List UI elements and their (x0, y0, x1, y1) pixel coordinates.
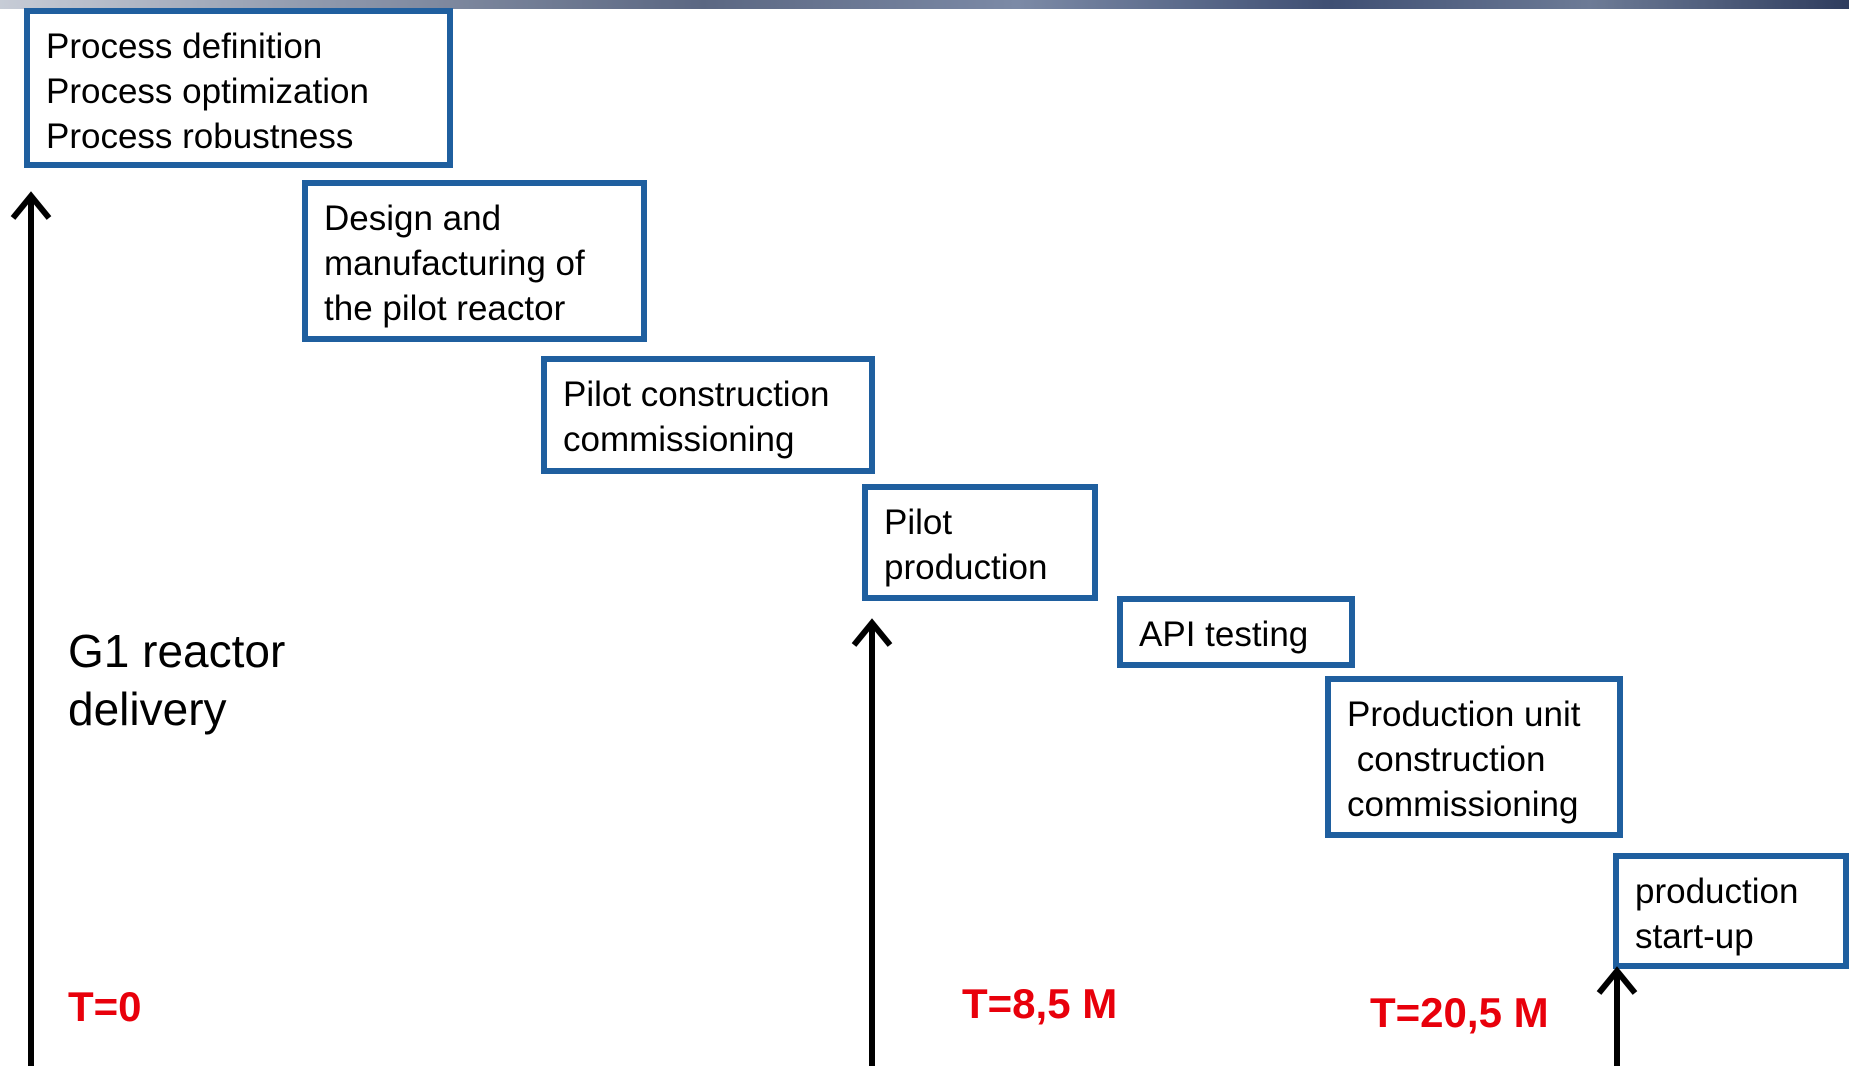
step-line: Pilot construction (563, 375, 830, 414)
header-decoration-band (0, 0, 1849, 9)
milestone-t8-5: T=8,5 M (962, 980, 1118, 1027)
step-line: Pilot (884, 503, 953, 542)
up-arrow-icon (1596, 966, 1638, 1066)
step-line: Design and (324, 199, 502, 238)
step-pilot-production: Pilot production (862, 484, 1098, 601)
step-line: commissioning (563, 420, 795, 459)
step-production-start-up: production start-up (1613, 853, 1849, 969)
step-line: commissioning (1347, 785, 1579, 824)
g1-reactor-delivery-label: G1 reactor delivery (68, 622, 285, 738)
step-line: the pilot reactor (324, 289, 566, 328)
step-line: Process definition (46, 27, 323, 66)
step-line: production (884, 548, 1048, 587)
up-arrow-icon (851, 618, 893, 1066)
label-line: G1 reactor (68, 625, 286, 677)
step-pilot-reactor-design: Design and manufacturing of the pilot re… (302, 180, 647, 342)
step-line: start-up (1635, 917, 1754, 956)
step-line: Process optimization (46, 72, 369, 111)
up-arrow-icon (10, 191, 52, 1066)
step-production-unit-construction: Production unit construction commissioni… (1325, 676, 1623, 838)
step-line: API testing (1139, 615, 1309, 654)
step-line: construction (1347, 740, 1546, 779)
step-api-testing: API testing (1117, 596, 1355, 668)
step-line: production (1635, 872, 1799, 911)
label-line: delivery (68, 683, 227, 735)
step-process-definition: Process definition Process optimization … (24, 8, 453, 168)
step-line: Production unit (1347, 695, 1581, 734)
milestone-t20-5: T=20,5 M (1370, 989, 1549, 1036)
step-line: Process robustness (46, 117, 354, 156)
milestone-t0: T=0 (68, 983, 142, 1030)
step-line: manufacturing of (324, 244, 585, 283)
step-pilot-construction: Pilot construction commissioning (541, 356, 875, 474)
